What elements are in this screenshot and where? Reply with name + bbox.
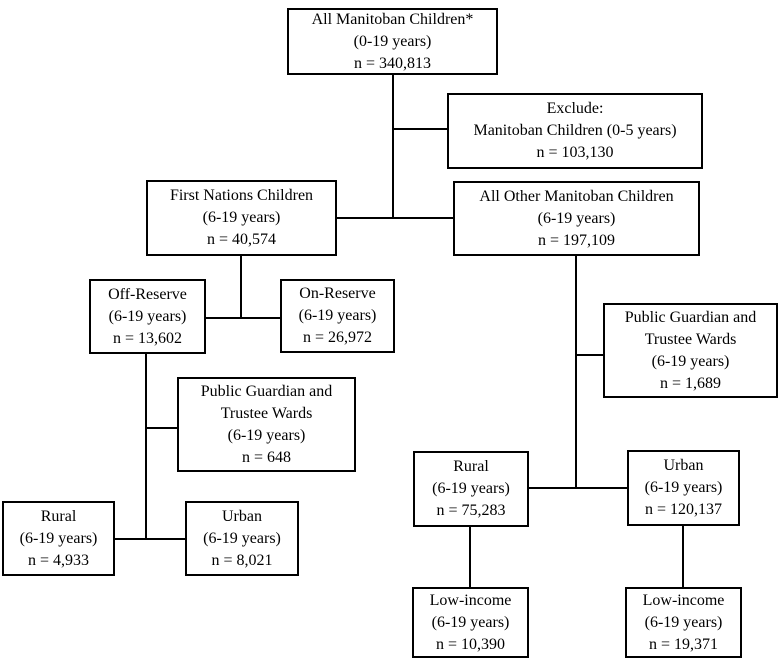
node-count: n = 26,972 [302, 329, 373, 346]
node-label: On-Reserve [299, 285, 376, 302]
node-age-range: (6-19 years) [432, 480, 510, 497]
node-label: Low-income [429, 591, 512, 609]
connector-offreserve-onreserve [206, 317, 280, 319]
node-count: n = 10,390 [435, 635, 506, 653]
node-all-other-manitoban-children: All Other Manitoban Children (6-19 years… [453, 181, 700, 256]
node-label: Exclude: [546, 100, 604, 117]
node-label: Urban [663, 457, 704, 474]
node-label: Urban [222, 507, 262, 525]
node-count: n = 340,813 [353, 54, 432, 72]
node-age-range: (6-19 years) [644, 479, 723, 496]
node-off-reserve: Off-Reserve (6-19 years) n = 13,602 [89, 279, 206, 354]
node-label: Off-Reserve [108, 285, 187, 303]
node-age-range: (6-19 years) [202, 209, 281, 226]
node-count: n = 75,283 [436, 502, 506, 519]
node-age-range: (6-19 years) [431, 613, 510, 631]
node-count: n = 8,021 [211, 551, 273, 569]
node-public-guardian-trustee-wards-left: Public Guardian and Trustee Wards (6-19 … [177, 377, 356, 472]
node-low-income-urban: Low-income (6-19 years) n = 19,371 [625, 587, 742, 658]
node-count: n = 648 [241, 448, 292, 466]
node-label: All Manitoban Children* [311, 10, 474, 28]
node-age-range: (6-19 years) [298, 307, 377, 324]
connector-rural-right-down [469, 527, 471, 587]
node-count: n = 40,574 [206, 231, 277, 248]
connector-urban-right-down [682, 526, 684, 587]
node-label: Rural [40, 507, 77, 525]
node-all-manitoban-children: All Manitoban Children* (0-19 years) n =… [287, 8, 498, 75]
node-count: n = 19,371 [648, 635, 719, 653]
connector-pgt-left-branch [147, 427, 177, 429]
node-on-reserve: On-Reserve (6-19 years) n = 26,972 [280, 279, 395, 353]
node-count: n = 103,130 [536, 144, 614, 161]
node-label-2: Trustee Wards [220, 404, 313, 422]
node-count: n = 1,689 [659, 374, 722, 392]
node-rural-first-nations: Rural (6-19 years) n = 4,933 [2, 501, 115, 576]
node-exclude: Exclude: Manitoban Children (0-5 years) … [447, 93, 703, 169]
node-label: All Other Manitoban Children [479, 187, 674, 205]
node-label-2: Trustee Wards [644, 330, 737, 348]
node-first-nations-children: First Nations Children (6-19 years) n = … [146, 180, 337, 256]
node-label: Low-income [642, 591, 725, 609]
node-label: Rural [453, 458, 489, 475]
node-age-range: (6-19 years) [203, 529, 281, 547]
node-age-range: (6-19 years) [108, 307, 187, 325]
node-label: First Nations Children [169, 187, 314, 204]
node-age-range: (0-19 years) [353, 32, 432, 50]
connector-firstnations-allother [337, 217, 453, 219]
node-count: n = 120,137 [644, 501, 723, 518]
node-urban-all-other: Urban (6-19 years) n = 120,137 [627, 450, 740, 526]
node-count: n = 197,109 [537, 231, 616, 249]
node-public-guardian-trustee-wards-right: Public Guardian and Trustee Wards (6-19 … [603, 303, 778, 398]
connector-rural-urban-right [529, 487, 627, 489]
node-rural-all-other: Rural (6-19 years) n = 75,283 [413, 451, 529, 527]
node-count: n = 4,933 [27, 551, 90, 569]
node-age-range: (6-19 years) [19, 529, 98, 547]
node-age-range: (6-19 years) [537, 209, 616, 227]
node-age-range: Manitoban Children (0-5 years) [473, 122, 677, 139]
connector-pgt-right-branch [577, 354, 603, 356]
connector-rural-urban-left [115, 538, 185, 540]
node-label: Public Guardian and [200, 382, 333, 400]
node-age-range: (6-19 years) [227, 426, 306, 444]
connector-all-children-down [392, 75, 394, 219]
connector-offreserve-down [145, 354, 147, 540]
node-age-range: (6-19 years) [651, 352, 730, 370]
node-urban-first-nations: Urban (6-19 years) n = 8,021 [185, 501, 299, 576]
connector-allother-down [575, 256, 577, 489]
node-label: Public Guardian and [624, 308, 757, 326]
node-count: n = 13,602 [112, 329, 183, 347]
node-low-income-rural: Low-income (6-19 years) n = 10,390 [412, 587, 529, 658]
connector-exclude-branch [393, 128, 447, 130]
node-age-range: (6-19 years) [644, 613, 723, 631]
connector-firstnations-down [240, 256, 242, 319]
